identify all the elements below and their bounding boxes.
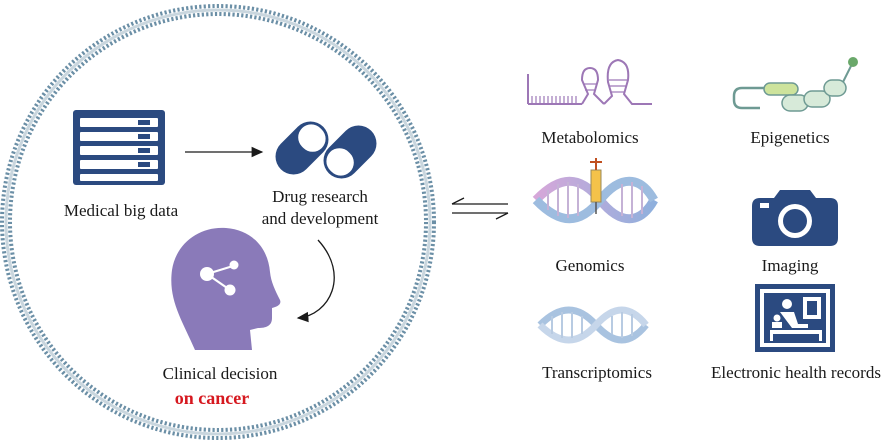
exchange-arrows-icon <box>451 197 509 220</box>
epigenetics-label: Epigenetics <box>750 128 830 147</box>
metabolomics-icon <box>527 58 652 105</box>
ehr-icon <box>755 284 835 352</box>
imaging-label: Imaging <box>761 256 819 275</box>
clinical-decision-label-line2: on cancer <box>174 388 250 408</box>
cell-membrane-circle <box>0 4 436 440</box>
genomics-icon <box>532 158 658 224</box>
camera-icon <box>752 190 838 246</box>
drug-research-label-line1: Drug research <box>272 187 368 206</box>
medical-big-data-label: Medical big data <box>63 201 179 220</box>
metabolomics-label: Metabolomics <box>541 128 639 147</box>
ehr-label: Electronic health records <box>711 363 881 382</box>
clinical-decision-label-line1: Clinical decision <box>162 364 278 383</box>
epigenetics-icon <box>732 57 858 112</box>
genomics-label: Genomics <box>555 256 625 275</box>
server-icon <box>73 110 165 185</box>
head-icon <box>171 227 281 350</box>
transcriptomics-icon <box>537 306 649 344</box>
transcriptomics-label: Transcriptomics <box>542 363 652 382</box>
drug-research-label-line2: and development <box>261 209 379 228</box>
arrow-drug-to-clinical <box>296 239 335 323</box>
pills-icon <box>275 121 377 179</box>
